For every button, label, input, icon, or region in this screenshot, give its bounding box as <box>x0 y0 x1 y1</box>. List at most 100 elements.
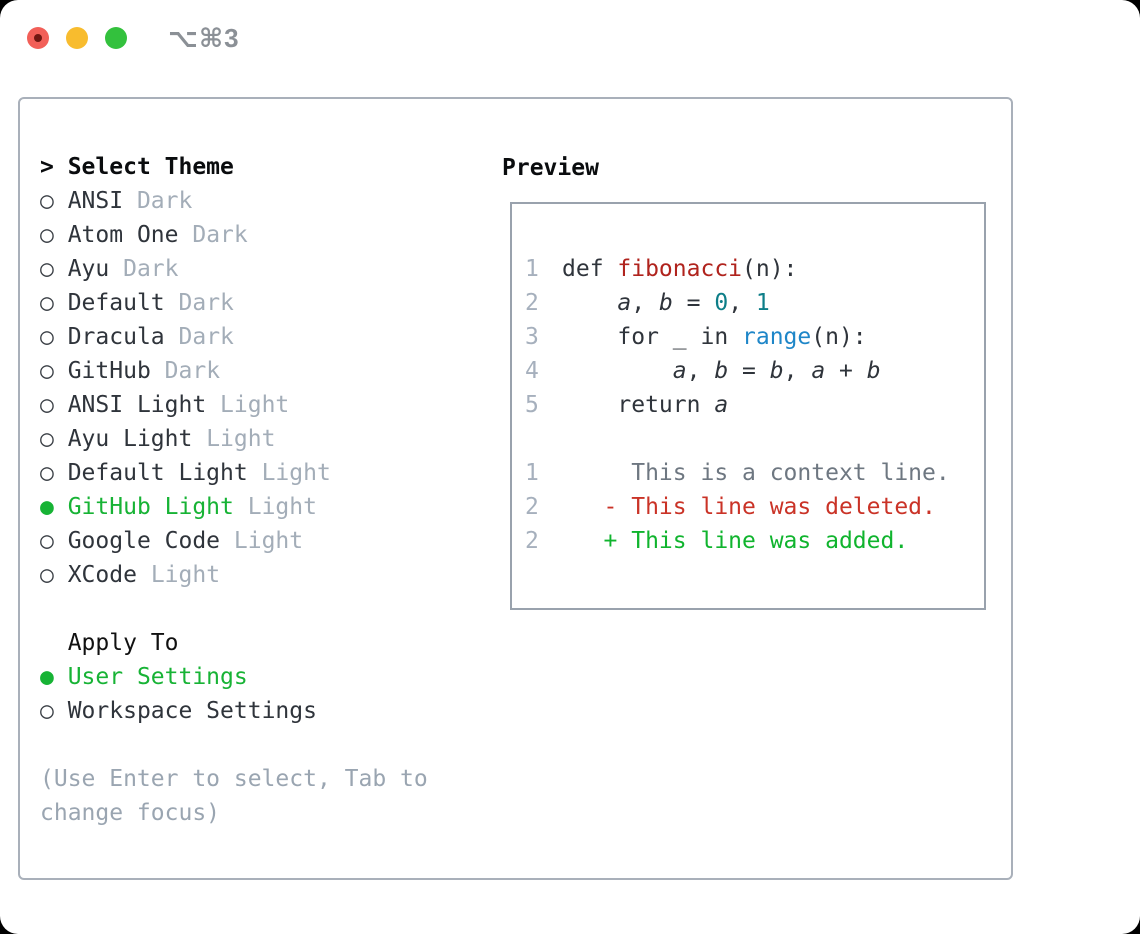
theme-name: GitHub <box>67 358 151 384</box>
theme-option-atom-one[interactable]: ○ Atom One Dark <box>40 218 500 252</box>
code-text: return a <box>562 392 729 418</box>
apply-option-workspace-settings[interactable]: ○ Workspace Settings <box>40 694 500 728</box>
diff-preview: 1 This is a context line.2 - This line w… <box>525 456 974 558</box>
line-number: 3 <box>525 324 539 350</box>
theme-variant-tag: Dark <box>178 290 234 316</box>
select-theme-header: > Select Theme <box>40 150 500 184</box>
radio-icon: ○ <box>40 290 68 316</box>
radio-icon: ○ <box>40 698 68 724</box>
theme-variant-tag: Dark <box>123 256 179 282</box>
theme-name: ANSI <box>67 188 124 214</box>
line-number: 1 <box>525 460 539 486</box>
diff-text: + This line was added. <box>562 528 909 554</box>
theme-option-ayu[interactable]: ○ Ayu Dark <box>40 252 500 286</box>
spacer <box>40 728 500 762</box>
code-line: 5 return a <box>525 388 974 422</box>
close-button[interactable] <box>27 27 49 49</box>
radio-icon: ○ <box>40 392 68 418</box>
radio-icon: ○ <box>40 324 68 350</box>
apply-option-user-settings[interactable]: ● User Settings <box>40 660 500 694</box>
spacer <box>40 592 500 626</box>
hint-text-line2: change focus) <box>40 800 221 826</box>
theme-option-ayu-light[interactable]: ○ Ayu Light Light <box>40 422 500 456</box>
line-number: 2 <box>525 494 539 520</box>
theme-name: Google Code <box>67 528 221 554</box>
theme-picker-column: > Select Theme ○ ANSI Dark○ Atom One Dar… <box>40 150 500 830</box>
radio-selected-icon: ● <box>40 664 68 690</box>
theme-name: Dracula <box>67 324 165 350</box>
theme-variant-tag: Dark <box>136 188 193 214</box>
radio-icon: ○ <box>40 426 68 452</box>
apply-to-list: ● User Settings○ Workspace Settings <box>40 660 500 728</box>
apply-option-label: User Settings <box>67 664 248 690</box>
line-number: 1 <box>525 256 539 282</box>
close-dot-icon <box>34 34 42 42</box>
select-theme-title: Select Theme <box>67 154 234 180</box>
theme-option-github[interactable]: ○ GitHub Dark <box>40 354 500 388</box>
theme-name: GitHub Light <box>67 494 234 520</box>
theme-name: Ayu Light <box>67 426 193 452</box>
radio-icon: ○ <box>40 358 68 384</box>
spacer <box>525 422 974 456</box>
diff-text: - This line was deleted. <box>562 494 936 520</box>
radio-icon: ○ <box>40 562 68 588</box>
radio-icon: ○ <box>40 222 68 248</box>
radio-icon: ○ <box>40 528 68 554</box>
apply-to-header: Apply To <box>40 626 500 660</box>
theme-option-default-light[interactable]: ○ Default Light Light <box>40 456 500 490</box>
theme-option-default[interactable]: ○ Default Dark <box>40 286 500 320</box>
theme-name: Atom One <box>67 222 179 248</box>
theme-variant-tag: Dark <box>192 222 248 248</box>
zoom-button[interactable] <box>105 27 127 49</box>
theme-variant-tag: Light <box>206 426 276 452</box>
line-number: 4 <box>525 358 539 384</box>
theme-name: Default <box>67 290 165 316</box>
theme-name: Default Light <box>67 460 248 486</box>
line-number: 2 <box>525 528 539 554</box>
theme-variant-tag: Dark <box>164 358 221 384</box>
theme-name: ANSI Light <box>67 392 207 418</box>
code-text: for _ in range(n): <box>562 324 867 350</box>
theme-variant-tag: Light <box>150 562 221 588</box>
radio-selected-icon: ● <box>40 494 68 520</box>
code-text: def fibonacci(n): <box>562 256 798 282</box>
theme-variant-tag: Dark <box>178 324 234 350</box>
diff-line-ctx: 1 This is a context line. <box>525 456 974 490</box>
theme-variant-tag: Light <box>233 528 304 554</box>
theme-option-google-code[interactable]: ○ Google Code Light <box>40 524 500 558</box>
diff-text: This is a context line. <box>562 460 950 486</box>
theme-list: ○ ANSI Dark○ Atom One Dark○ Ayu Dark○ De… <box>40 184 500 592</box>
line-number: 5 <box>525 392 539 418</box>
cursor-icon: > <box>40 154 68 180</box>
apply-to-title: Apply To <box>67 630 179 656</box>
theme-variant-tag: Light <box>220 392 290 418</box>
radio-icon: ○ <box>40 256 68 282</box>
theme-option-dracula[interactable]: ○ Dracula Dark <box>40 320 500 354</box>
diff-line-add: 2 + This line was added. <box>525 524 974 558</box>
code-line: 4 a, b = b, a + b <box>525 354 974 388</box>
window-title: ⌥⌘3 <box>168 23 240 53</box>
preview-header: Preview <box>502 155 599 181</box>
theme-name: Ayu <box>67 256 110 282</box>
line-number: 2 <box>525 290 539 316</box>
code-line: 3 for _ in range(n): <box>525 320 974 354</box>
code-text: a, b = b, a + b <box>672 358 881 384</box>
theme-variant-tag: Light <box>247 494 317 520</box>
theme-option-github-light[interactable]: ● GitHub Light Light <box>40 490 500 524</box>
apply-option-label: Workspace Settings <box>67 698 317 724</box>
theme-picker-panel: > Select Theme ○ ANSI Dark○ Atom One Dar… <box>18 97 1013 880</box>
diff-line-del: 2 - This line was deleted. <box>525 490 974 524</box>
code-line: 1 def fibonacci(n): <box>525 252 974 286</box>
theme-option-ansi-light[interactable]: ○ ANSI Light Light <box>40 388 500 422</box>
radio-icon: ○ <box>40 460 68 486</box>
theme-variant-tag: Light <box>261 460 331 486</box>
theme-option-ansi[interactable]: ○ ANSI Dark <box>40 184 500 218</box>
code-line: 2 a, b = 0, 1 <box>525 286 974 320</box>
minimize-button[interactable] <box>66 27 88 49</box>
theme-name: XCode <box>67 562 137 588</box>
theme-option-xcode[interactable]: ○ XCode Light <box>40 558 500 592</box>
radio-icon: ○ <box>40 188 68 214</box>
